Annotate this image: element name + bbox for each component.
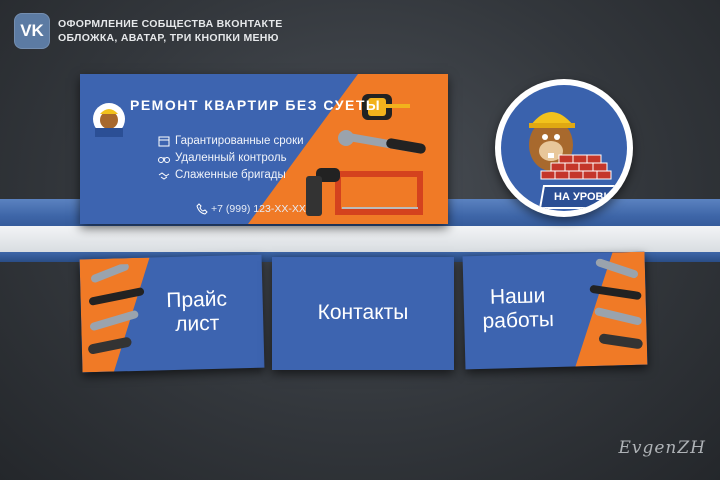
feature-item: Слаженные бригады [158, 166, 304, 183]
phone-icon [196, 203, 208, 215]
phone-number: +7 (999) 123-XX-XX [211, 203, 306, 215]
beaver-mascot-icon [529, 112, 612, 180]
background-stripe-white [0, 226, 720, 252]
button-label-line-1: Прайс [166, 287, 228, 313]
author-signature: EvgenZH [618, 438, 706, 458]
avatar-banner-text: НА УРОВНЕ [553, 191, 619, 203]
feature-item: Гарантированные сроки [158, 132, 304, 149]
community-avatar: НА УРОВНЕ [495, 79, 633, 217]
tools-illustration [88, 263, 145, 355]
feature-item: Удаленный контроль [158, 149, 304, 166]
tape-measure-icon [362, 94, 410, 120]
header-text: ОФОРМЛЕНИЕ СОБЩЕСТВА ВКОНТАКТЕ ОБЛОЖКА, … [58, 17, 283, 45]
phone: +7 (999) 123-XX-XX [196, 203, 306, 215]
wrench-icon [338, 130, 426, 154]
feature-text: Слаженные бригады [175, 168, 286, 181]
bricks-icon [540, 154, 612, 180]
menu-button-our-works[interactable]: Наши работы [462, 251, 648, 370]
features-list: Гарантированные сроки Удаленный контроль… [158, 132, 304, 183]
vk-logo-icon: VK [14, 13, 50, 49]
feature-text: Гарантированные сроки [175, 134, 304, 147]
header: VK ОФОРМЛЕНИЕ СОБЩЕСТВА ВКОНТАКТЕ ОБЛОЖК… [14, 13, 283, 49]
button-label-line-1: Наши [489, 284, 546, 309]
calendar-icon [158, 136, 170, 146]
button-label: Прайс лист [144, 287, 249, 338]
avatar-banner: НА УРОВНЕ [538, 185, 627, 209]
button-label: Наши работы [465, 284, 570, 335]
hacksaw-icon [316, 168, 423, 215]
menu-button-price-list[interactable]: Прайс лист [79, 254, 265, 373]
handshake-icon [158, 171, 170, 180]
beaver-logo-icon [93, 103, 125, 137]
feature-text: Удаленный контроль [175, 151, 287, 164]
button-label: Контакты [272, 301, 454, 325]
binoculars-icon [158, 156, 170, 163]
tools-illustration [589, 258, 643, 349]
roller-icon [306, 176, 322, 216]
button-label-line-2: лист [174, 311, 220, 336]
avatar-inner: НА УРОВНЕ [501, 85, 627, 211]
button-label-line-2: работы [482, 308, 555, 333]
button-label-line-1: Контакты [317, 301, 409, 324]
community-cover: РЕМОНТ КВАРТИР БЕЗ СУЕТЫ Гарантированные… [80, 74, 448, 224]
menu-button-contacts[interactable]: Контакты [272, 257, 454, 370]
header-line-2: ОБЛОЖКА, АВАТАР, ТРИ КНОПКИ МЕНЮ [58, 32, 279, 44]
header-line-1: ОФОРМЛЕНИЕ СОБЩЕСТВА ВКОНТАКТЕ [58, 18, 283, 30]
tools-illustration [306, 94, 426, 216]
cover-title: РЕМОНТ КВАРТИР БЕЗ СУЕТЫ [130, 97, 382, 113]
